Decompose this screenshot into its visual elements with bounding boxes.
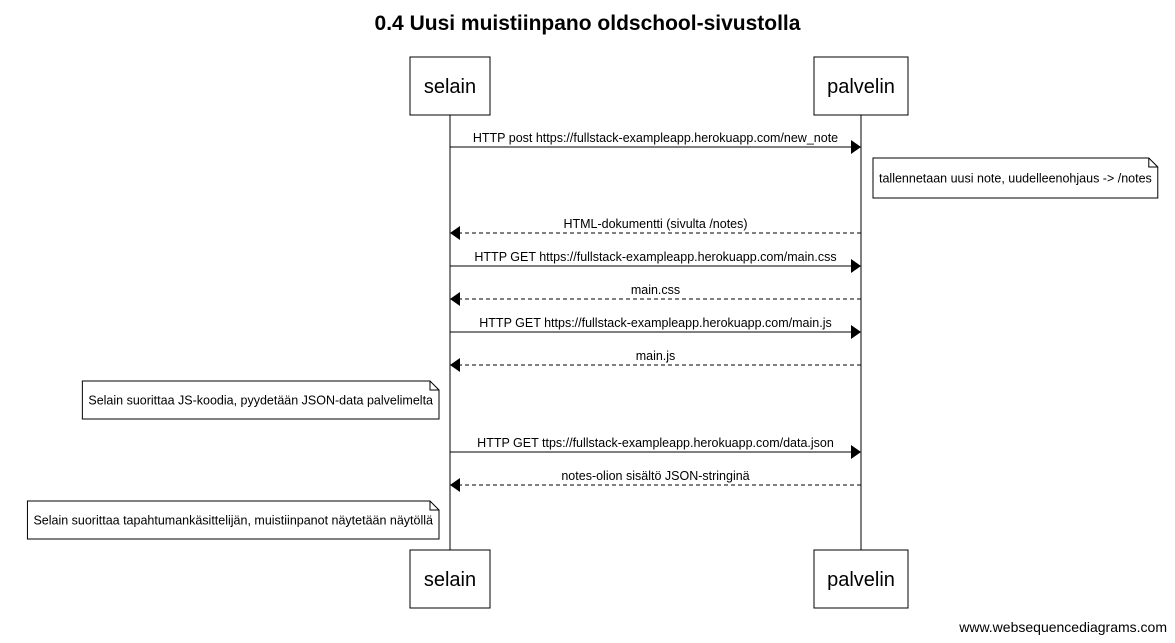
message-arrow: HTTP GET ttps://fullstack-exampleapp.her… xyxy=(450,436,861,459)
participant-label: selain xyxy=(424,76,476,98)
message-arrow: HTTP GET https://fullstack-exampleapp.he… xyxy=(450,250,861,273)
message-arrow: notes-olion sisältö JSON-stringinä xyxy=(450,469,861,492)
note: Selain suorittaa tapahtumankäsittelijän,… xyxy=(26,500,440,540)
message-arrow: main.js xyxy=(450,349,861,372)
message-label: HTML-dokumentti (sivulta /notes) xyxy=(563,217,747,231)
message-arrow: HTTP post https://fullstack-exampleapp.h… xyxy=(450,131,861,154)
note: tallennetaan uusi note, uudelleenohjaus … xyxy=(872,157,1159,199)
message-arrow: main.css xyxy=(450,283,861,306)
participant-palvelin-top: palvelin xyxy=(813,56,909,116)
participant-label: palvelin xyxy=(827,76,895,98)
footer-credit: www.websequencediagrams.com xyxy=(959,619,1167,635)
participant-selain-top: selain xyxy=(409,56,491,116)
message-label: HTTP GET https://fullstack-exampleapp.he… xyxy=(479,316,831,330)
message-arrow: HTML-dokumentti (sivulta /notes) xyxy=(450,217,861,240)
note-text: Selain suorittaa tapahtumankäsittelijän,… xyxy=(33,514,433,528)
participant-palvelin-bottom: palvelin xyxy=(813,549,909,609)
message-label: HTTP GET ttps://fullstack-exampleapp.her… xyxy=(477,436,834,450)
message-label: notes-olion sisältö JSON-stringinä xyxy=(561,469,749,483)
message-label: HTTP post https://fullstack-exampleapp.h… xyxy=(473,131,838,145)
message-label: main.css xyxy=(631,283,680,297)
participant-label: selain xyxy=(424,569,476,591)
participant-selain-bottom: selain xyxy=(409,549,491,609)
message-label: HTTP GET https://fullstack-exampleapp.he… xyxy=(474,250,836,264)
message-label: main.js xyxy=(636,349,676,363)
diagram-title: 0.4 Uusi muistiinpano oldschool-sivustol… xyxy=(374,12,801,35)
note: Selain suorittaa JS-koodia, pyydetään JS… xyxy=(81,380,440,420)
participant-label: palvelin xyxy=(827,569,895,591)
message-arrow: HTTP GET https://fullstack-exampleapp.he… xyxy=(450,316,861,339)
note-text: tallennetaan uusi note, uudelleenohjaus … xyxy=(879,172,1152,186)
note-text: Selain suorittaa JS-koodia, pyydetään JS… xyxy=(88,394,433,408)
